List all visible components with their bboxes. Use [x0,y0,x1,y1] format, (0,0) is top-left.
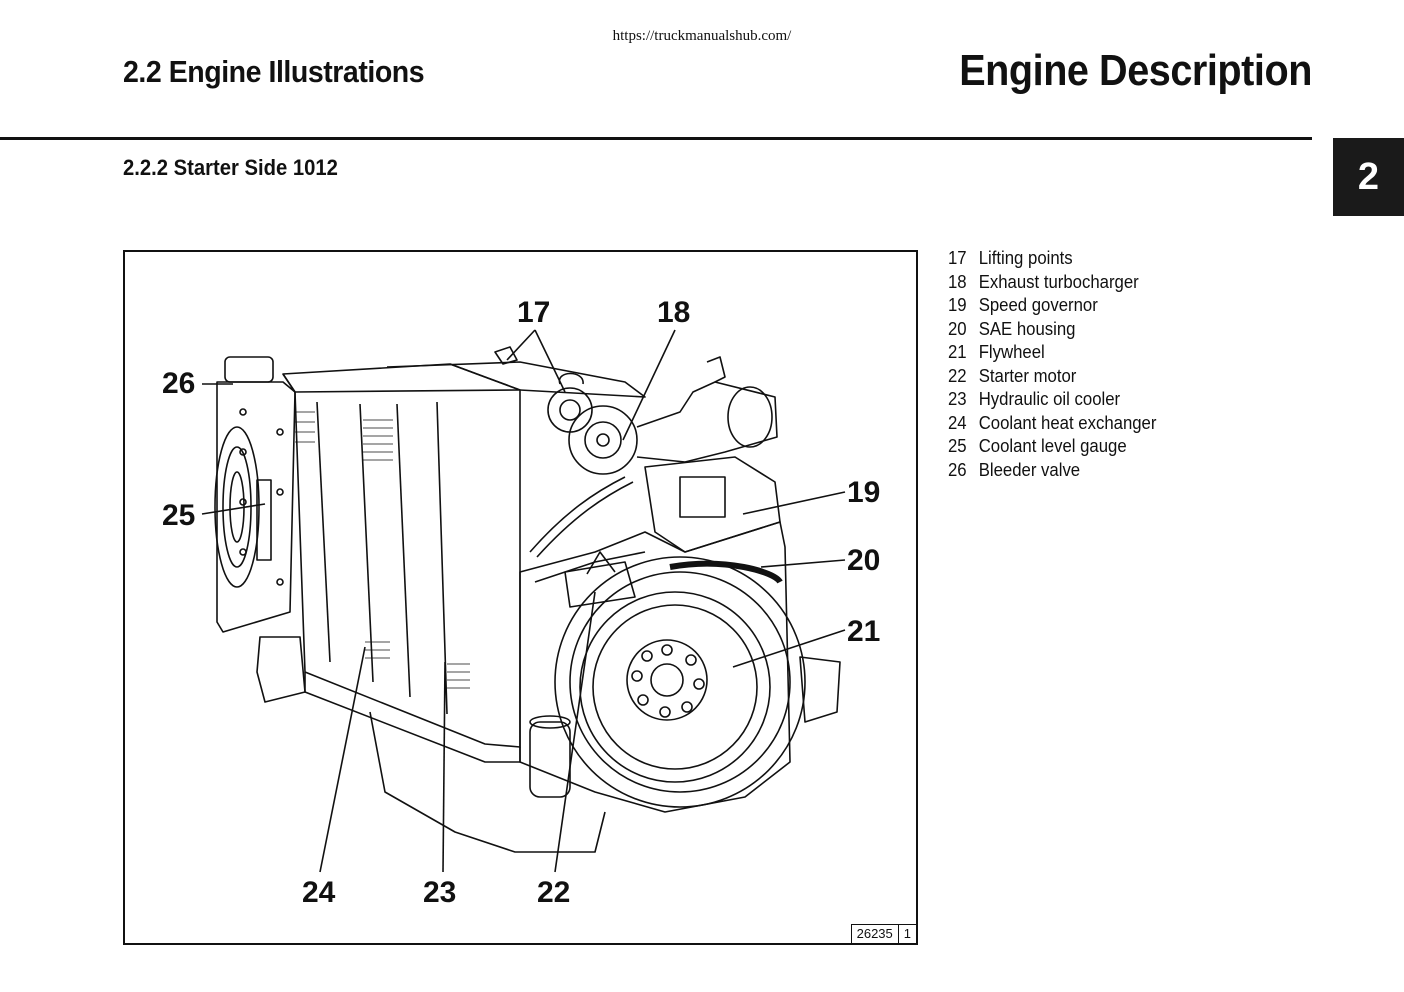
engine-block [519,521,791,813]
callout-21: 21 [847,615,880,648]
chapter-title: Engine Description [959,46,1312,95]
header-rule [0,137,1312,140]
oil-filter [529,721,571,798]
chapter-tab: 2 [1333,138,1404,216]
figure-ref-number: 26235 [856,926,893,941]
engine-mount-left [256,636,306,703]
speed-governor [644,456,781,553]
lifting-eye-right [558,372,584,385]
legend-label: Bleeder valve [978,459,1081,480]
callout-24: 24 [302,876,336,909]
legend-item: 18 Exhaust turbocharger [948,271,1156,295]
coolant-gauge [256,479,272,561]
legend-num: 19 [948,295,967,315]
legend-label: Flywheel [978,342,1045,362]
callout-19: 19 [847,476,880,509]
legend-item: 25 Coolant level gauge [948,435,1156,459]
starter-motor [564,561,636,608]
lifting-eye-left [494,346,518,365]
callout-25: 25 [162,499,195,532]
fan-pulley [214,426,260,588]
legend-num: 20 [948,318,967,339]
legend-label: Exhaust turbocharger [978,271,1139,292]
callout-23: 23 [423,876,456,909]
legend-label: Coolant heat exchanger [978,412,1157,433]
legend-num: 21 [948,342,967,362]
callout-18: 18 [657,296,690,329]
legend-label: Hydraulic oil cooler [978,389,1121,409]
oil-sump [369,711,606,853]
legend-item: 19 Speed governor [948,294,1156,318]
legend-item: 21 Flywheel [948,341,1156,365]
callout-26: 26 [162,367,195,400]
figure-ref-index: 1 [897,925,916,943]
flywheel-bolts [631,644,705,718]
legend-item: 23 Hydraulic oil cooler [948,388,1156,412]
engine-mount-right [799,656,841,723]
legend-item: 22 Starter motor [948,365,1156,389]
legend-label: Lifting points [978,248,1073,268]
turbocharger [568,405,638,475]
legend-num: 26 [948,459,967,480]
legend-label: Coolant level gauge [978,436,1127,456]
legend-label: SAE housing [978,318,1076,339]
callout-17: 17 [517,296,550,329]
subsection-title: 2.2.2 Starter Side 1012 [123,155,338,180]
legend-label: Speed governor [978,295,1098,315]
legend-num: 22 [948,365,967,386]
legend-item: 24 Coolant heat exchanger [948,412,1156,436]
bleeder-valve-cap [224,356,274,383]
sae-housing [554,556,806,808]
callout-22: 22 [537,876,570,909]
source-url: https://truckmanualshub.com/ [612,28,792,44]
callout-20: 20 [847,544,880,577]
legend-label: Starter motor [978,365,1077,386]
engine-figure: 17 18 26 25 19 20 21 24 23 22 26235 1 [123,250,918,945]
exhaust-outlet [727,386,773,448]
legend-num: 24 [948,412,967,433]
legend-num: 25 [948,436,967,456]
flywheel [579,591,771,783]
legend-item: 17 Lifting points [948,247,1156,271]
legend-item: 26 Bleeder valve [948,459,1156,483]
legend-num: 18 [948,271,967,292]
legend-num: 23 [948,389,967,409]
engine-illustration: 17 18 26 25 19 20 21 24 23 22 [162,296,880,909]
leader-lines [201,329,846,873]
legend-num: 17 [948,248,967,268]
legend-item: 20 SAE housing [948,318,1156,342]
section-title: 2.2 Engine Illustrations [123,54,425,89]
coolant-tank [216,381,296,633]
figure-reference: 26235 1 [850,924,916,943]
